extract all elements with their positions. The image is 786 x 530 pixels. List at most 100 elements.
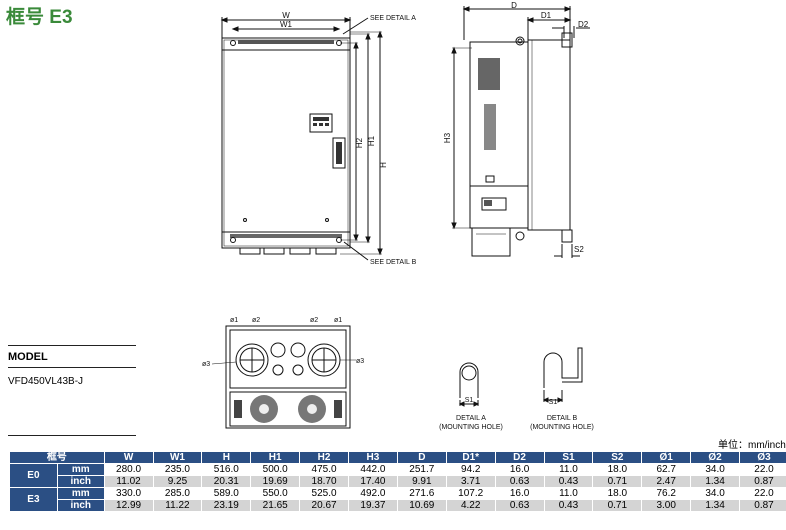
model-mid-rule [8,367,136,368]
col-header: Ø3 [739,451,786,464]
dim-w1: W1 [280,20,293,29]
value-cell: 475.0 [299,463,349,476]
col-header: H1 [250,451,301,464]
value-cell: 0.43 [543,475,594,488]
label-o3-right: ø3 [356,358,364,365]
value-cell: 34.0 [690,463,740,476]
label-o2-right: ø2 [310,317,318,324]
value-cell: 0.63 [494,499,545,512]
model-top-rule [8,345,136,346]
value-cell: 0.87 [739,499,786,512]
value-cell: 235.0 [152,463,203,476]
value-cell: 16.0 [494,487,545,500]
model-bottom-rule [8,435,136,436]
frame-cell: E3 [9,487,58,512]
value-cell: 34.0 [690,487,740,500]
dim-d2: D2 [578,20,589,29]
detail-b-s1: S1 [549,399,558,406]
value-cell: 22.0 [739,487,786,500]
value-cell: 0.87 [739,475,786,488]
value-cell: 2.47 [641,475,692,488]
label-o1-right: ø1 [334,317,342,324]
value-cell: 4.22 [445,499,496,512]
value-cell: 18.70 [299,475,349,488]
value-cell: 1.34 [690,499,740,512]
unit-label: 单位：mm/inch [718,440,786,451]
dim-h1: H1 [367,135,376,146]
detail-a-drawing: S1 DETAIL A (MOUNTING HOLE) [439,362,503,431]
dim-d1: D1 [541,11,552,20]
col-header: H [201,451,252,464]
col-header: H2 [299,451,349,464]
value-cell: 442.0 [348,463,398,476]
value-cell: 18.0 [592,487,643,500]
detail-a-sublabel: (MOUNTING HOLE) [439,424,503,431]
value-cell: 0.71 [592,499,643,512]
unit-cell: mm [56,487,105,500]
value-cell: 11.02 [103,475,154,488]
bottom-view-drawing: ø1 ø2 ø2 ø1 ø3 ø3 [202,317,364,429]
col-header: Ø1 [641,451,692,464]
label-o2-left: ø2 [252,317,260,324]
value-cell: 330.0 [103,487,154,500]
value-cell: 76.2 [641,487,692,500]
value-cell: 3.00 [641,499,692,512]
value-cell: 589.0 [201,487,252,500]
value-cell: 17.40 [348,475,398,488]
col-header: D [396,451,447,464]
dim-h3: H3 [443,132,452,143]
unit-cell: mm [56,463,105,476]
detail-b-label: DETAIL B [547,415,578,422]
col-header: H3 [348,451,398,464]
detail-a-s1: S1 [465,397,474,404]
dim-w: W [282,11,290,20]
value-cell: 21.65 [250,499,301,512]
value-cell: 94.2 [445,463,496,476]
value-cell: 9.25 [152,475,203,488]
value-cell: 12.99 [103,499,154,512]
frame-cell: E0 [9,463,58,488]
value-cell: 11.0 [543,487,594,500]
value-cell: 0.71 [592,475,643,488]
value-cell: 525.0 [299,487,349,500]
dim-h: H [379,162,388,168]
front-view-drawing: W W1 SEE DETAIL A H2 H1 H SEE DETAIL B [220,11,417,266]
dim-d: D [511,1,517,10]
value-cell: 20.31 [201,475,252,488]
value-cell: 251.7 [396,463,447,476]
col-header: S1 [543,451,594,464]
dim-s2: S2 [574,245,584,254]
table-header-row: 框号 W W1 H H1 H2 H3 D D1* D2 S1 S2 Ø1 Ø2 … [9,451,786,464]
see-detail-b: SEE DETAIL B [370,259,417,266]
value-cell: 1.34 [690,475,740,488]
value-cell: 11.0 [543,463,594,476]
value-cell: 0.43 [543,499,594,512]
value-cell: 107.2 [445,487,496,500]
value-cell: 492.0 [348,487,398,500]
dimension-table: 框号 W W1 H H1 H2 H3 D D1* D2 S1 S2 Ø1 Ø2 … [9,451,786,512]
value-cell: 280.0 [103,463,154,476]
value-cell: 10.69 [396,499,447,512]
value-cell: 16.0 [494,463,545,476]
model-value: VFD450VL43B-J [8,376,84,387]
value-cell: 20.67 [299,499,349,512]
label-o1-left: ø1 [230,317,238,324]
value-cell: 3.71 [445,475,496,488]
detail-a-label: DETAIL A [456,415,486,422]
unit-cell: inch [56,475,105,488]
value-cell: 11.22 [152,499,203,512]
label-o3-left: ø3 [202,361,210,368]
col-header: W [103,451,154,464]
col-header: W1 [152,451,203,464]
value-cell: 62.7 [641,463,692,476]
value-cell: 271.6 [396,487,447,500]
model-heading: MODEL [8,351,48,363]
see-detail-a: SEE DETAIL A [370,15,416,22]
value-cell: 0.63 [494,475,545,488]
side-view-drawing: D D1 D2 H3 S2 [443,1,590,258]
value-cell: 285.0 [152,487,203,500]
